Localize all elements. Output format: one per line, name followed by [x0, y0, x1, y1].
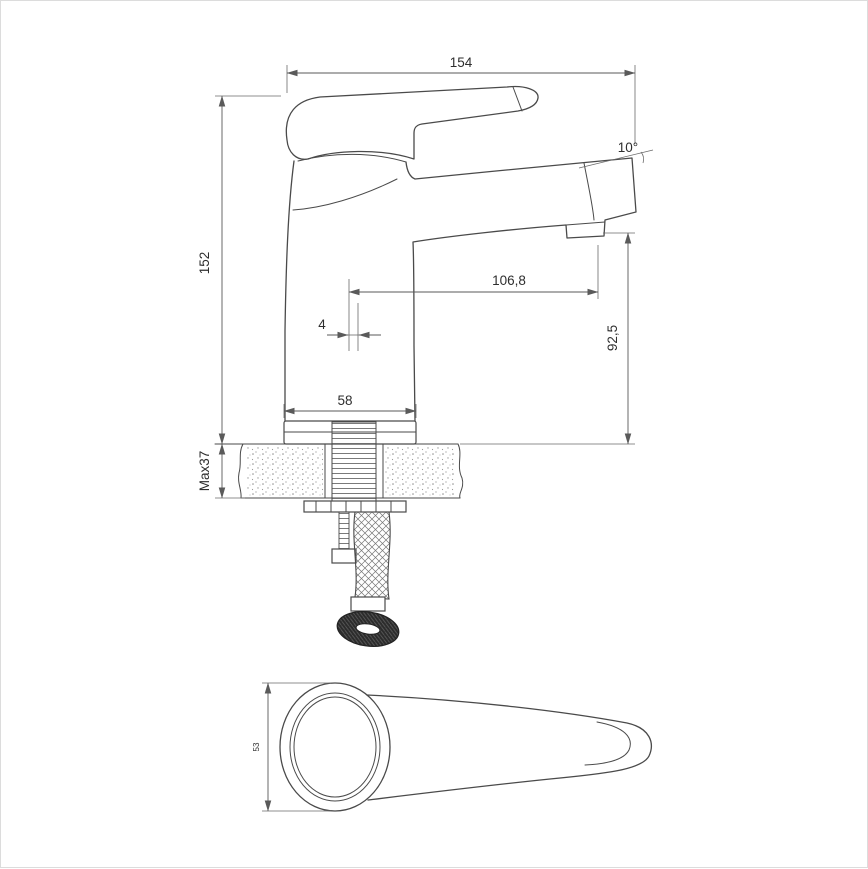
dimensions: 154 152 10° 106,8 4: [197, 55, 654, 812]
handle-base-outer: [279, 682, 391, 812]
washer-hatch: [315, 500, 392, 513]
dim-label-axis-offset: 4: [318, 317, 326, 332]
stud-nut: [331, 548, 357, 564]
body-spout-outline: [405, 157, 637, 422]
counter-stipple-left: [247, 446, 323, 496]
hose-end-nut: [336, 611, 400, 647]
aerator-top-line: [565, 221, 606, 226]
dim-label-max-mount-thickness: Max37: [197, 451, 212, 492]
under-counter-assembly: [303, 421, 407, 647]
dim-base-width: 58: [283, 393, 417, 418]
body-transition-curve: [292, 178, 398, 211]
handle-tip-line: [512, 86, 523, 112]
counter-left-break: [238, 443, 244, 499]
counter-stipple-right: [385, 446, 455, 496]
spout-tip-curve: [583, 162, 595, 221]
dim-total-height: 152: [197, 95, 281, 445]
dim-label-handle-width: 53: [252, 742, 261, 751]
dim-label-spout-angle: 10°: [618, 140, 638, 155]
lever-plan-inner-line: [584, 721, 631, 766]
dim-label-total-width: 154: [450, 55, 473, 70]
dim-axis-offset: 4: [318, 303, 381, 351]
counter-right-break: [457, 443, 464, 499]
plan-view: [279, 682, 652, 812]
dim-total-width: 154: [286, 55, 636, 144]
dim-spout-angle: 10°: [578, 140, 654, 169]
counter-section: [214, 443, 464, 499]
handle-lever: [285, 85, 539, 160]
handle-base-inner: [289, 692, 381, 802]
threaded-shank: [331, 421, 377, 502]
dim-handle-width: 53: [252, 682, 331, 812]
side-view: [283, 85, 637, 445]
hose-end-fitting: [350, 596, 386, 612]
dim-label-outlet-height: 92,5: [605, 325, 620, 351]
handle-base-inner2: [293, 696, 377, 798]
cartridge-dome: [297, 153, 407, 163]
body-left-edge: [284, 160, 295, 422]
dim-label-spout-reach: 106,8: [492, 273, 526, 288]
dim-outlet-height: 92,5: [460, 232, 635, 445]
lever-plan-outline: [366, 694, 652, 801]
dim-label-base-width: 58: [337, 393, 352, 408]
dim-max-mount-thickness: Max37: [197, 443, 245, 499]
dim-label-total-height: 152: [197, 252, 212, 275]
dim-spout-reach: 106,8: [348, 245, 599, 351]
braided-hose: [353, 511, 391, 600]
